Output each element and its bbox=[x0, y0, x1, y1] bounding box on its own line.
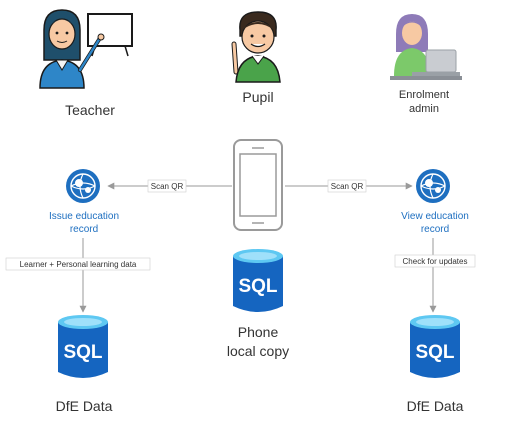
edge-label-learner: Learner + Personal learning data bbox=[20, 260, 137, 269]
issue-service-label-line2: record bbox=[70, 224, 98, 235]
dfe-right-sql-text: SQL bbox=[415, 342, 454, 363]
dfe-left-sql-text: SQL bbox=[63, 342, 102, 363]
edge-label-check: Check for updates bbox=[403, 257, 468, 266]
edge-label-scan-left: Scan QR bbox=[151, 182, 184, 191]
view-service-label-line2: record bbox=[421, 224, 449, 235]
phone-sql-database-icon: SQL bbox=[233, 249, 283, 312]
edge-label-box-learner bbox=[5, 257, 151, 271]
dfe-right-sql-database-icon: SQL bbox=[410, 315, 460, 378]
dfe-left-label: DfE Data bbox=[56, 398, 113, 414]
edge-label-scan-right: Scan QR bbox=[331, 182, 364, 191]
admin-label-line1: Enrolment bbox=[399, 89, 449, 101]
edge-label-box-check bbox=[394, 254, 476, 268]
dfe-left-sql-database-icon: SQL bbox=[58, 315, 108, 378]
phone-icon bbox=[233, 139, 283, 231]
view-service-icon bbox=[416, 169, 450, 203]
admin-label-line2: admin bbox=[409, 103, 439, 115]
edge-label-box-scan-left bbox=[147, 179, 187, 193]
pupil-icon bbox=[231, 11, 281, 83]
teacher-icon bbox=[39, 9, 133, 89]
phone-db-label-line2: local copy bbox=[227, 343, 289, 359]
pupil-label: Pupil bbox=[242, 89, 273, 105]
issue-service-icon bbox=[66, 169, 100, 203]
phone-db-label-line1: Phone bbox=[238, 324, 279, 340]
phone-sql-text: SQL bbox=[238, 276, 277, 297]
issue-service-label-line1: Issue education bbox=[49, 211, 119, 222]
teacher-label: Teacher bbox=[65, 102, 115, 118]
view-service-label-line1: View education bbox=[401, 211, 469, 222]
dfe-right-label: DfE Data bbox=[407, 398, 464, 414]
edge-label-box-scan-right bbox=[327, 179, 367, 193]
admin-icon bbox=[390, 14, 462, 80]
